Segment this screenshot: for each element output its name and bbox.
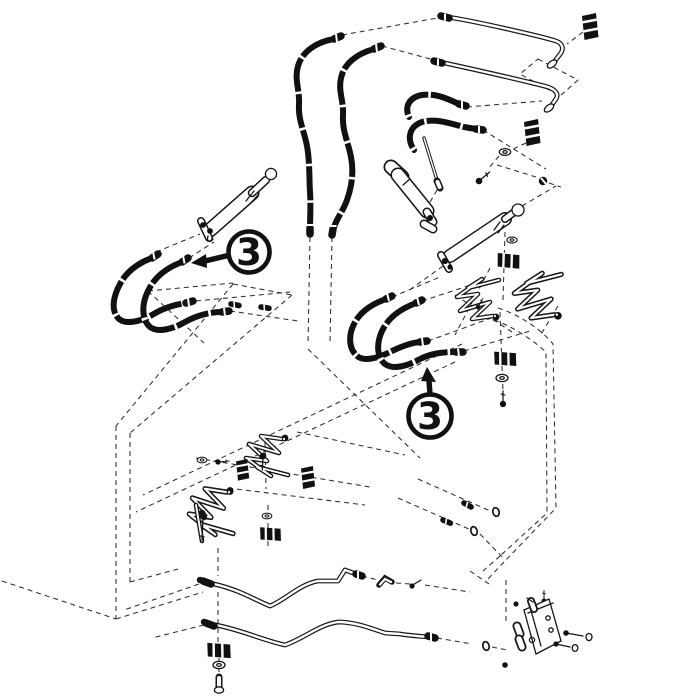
steel-tube-lower-1 (196, 567, 366, 609)
steel-tube-upper-2 (430, 57, 560, 113)
bolt-bottom (213, 673, 225, 694)
bolt (499, 390, 507, 408)
washer (498, 147, 512, 157)
o-ring (491, 506, 501, 518)
hose-clamp (234, 457, 251, 482)
pin (409, 579, 422, 589)
hose-clamp (203, 639, 235, 663)
hose-clamp (490, 348, 520, 370)
control-valve (502, 597, 593, 668)
tilt-cylinder (383, 159, 438, 234)
tube-guide-bracket (457, 279, 499, 320)
hose-pair-small-upper (404, 91, 487, 192)
chassis-outline-dashed (1, 282, 557, 620)
washer (506, 236, 518, 244)
callout-label-right: 3 (417, 395, 443, 438)
tube-clamp-top-right (580, 11, 600, 42)
hex-bolt (538, 176, 548, 186)
washer (495, 373, 509, 383)
bolt (473, 168, 493, 187)
elbow-fitting (376, 574, 395, 588)
hose-clamp (299, 464, 317, 491)
steel-tube-upper-1 (437, 12, 565, 69)
hose-pair-left (110, 250, 269, 334)
lift-cylinder-right (437, 203, 525, 273)
washer (196, 456, 208, 464)
hydraulic-hose-long-right (328, 42, 385, 239)
bolt-long (198, 509, 208, 542)
tube-guide-bracket (246, 435, 288, 476)
hose-clamp (493, 249, 524, 273)
callout-3-right: 3 (406, 367, 454, 440)
hose-clamp (256, 524, 285, 545)
o-ring (469, 525, 479, 537)
tube-guide-bracket (514, 273, 561, 319)
steel-tube-lower-2 (200, 618, 439, 648)
hose-pair-center (347, 292, 467, 371)
callout-3-left: 3 (191, 229, 272, 275)
o-ring (481, 640, 491, 652)
lift-cylinder-left (197, 167, 278, 243)
bracket-leg (193, 502, 205, 544)
fitting (442, 518, 451, 526)
washer (212, 660, 226, 670)
tube-clamp-right (522, 117, 542, 148)
callout-label-left: 3 (236, 231, 262, 274)
hydraulic-hose-long-left (293, 32, 345, 238)
washer (261, 512, 273, 520)
